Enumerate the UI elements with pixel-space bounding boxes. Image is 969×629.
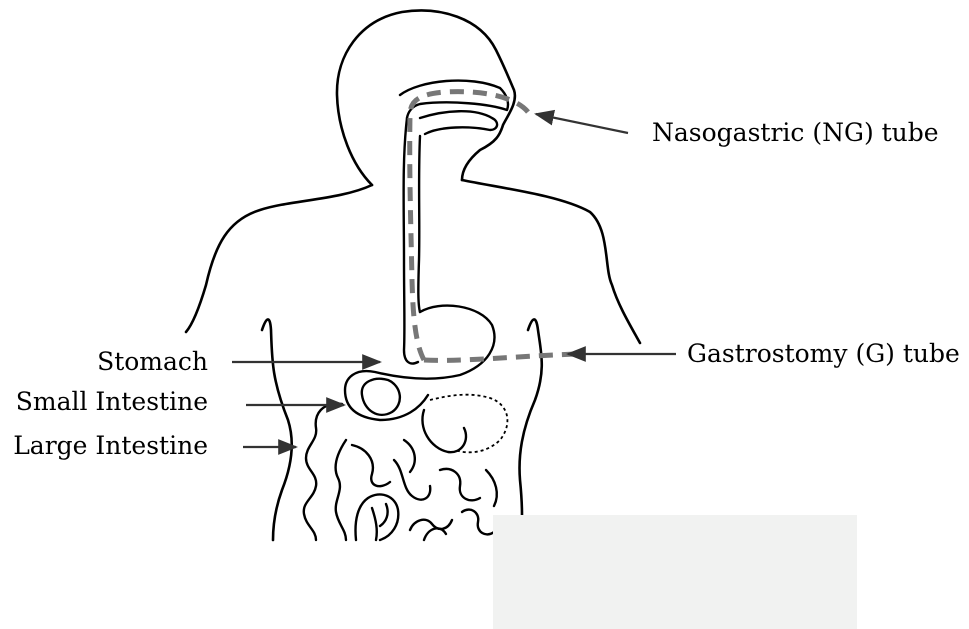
stomach-label: Stomach (97, 347, 208, 376)
intestine-coils (352, 440, 497, 540)
right-torso (520, 319, 542, 515)
pancreas-dotted (430, 395, 507, 453)
body-silhouette (186, 11, 640, 540)
oral-cavity (420, 111, 497, 134)
g-tube-label: Gastrostomy (G) tube (687, 339, 960, 368)
right-shoulder (462, 180, 640, 343)
blank-overlay-box (493, 515, 857, 629)
ng-tube-arrow (536, 114, 628, 133)
upper-tract (400, 81, 508, 364)
esophagus-right (418, 136, 420, 312)
small-intestine (362, 379, 508, 453)
g-tube-line (424, 354, 576, 360)
left-shoulder (186, 185, 372, 332)
small-intestine-label: Small Intestine (16, 387, 208, 416)
head-outline (337, 11, 515, 185)
large-intestine-inner (336, 440, 346, 540)
ng-tube-label: Nasogastric (NG) tube (652, 118, 939, 147)
large-intestine-label: Large Intestine (13, 431, 208, 460)
left-torso (262, 319, 292, 540)
